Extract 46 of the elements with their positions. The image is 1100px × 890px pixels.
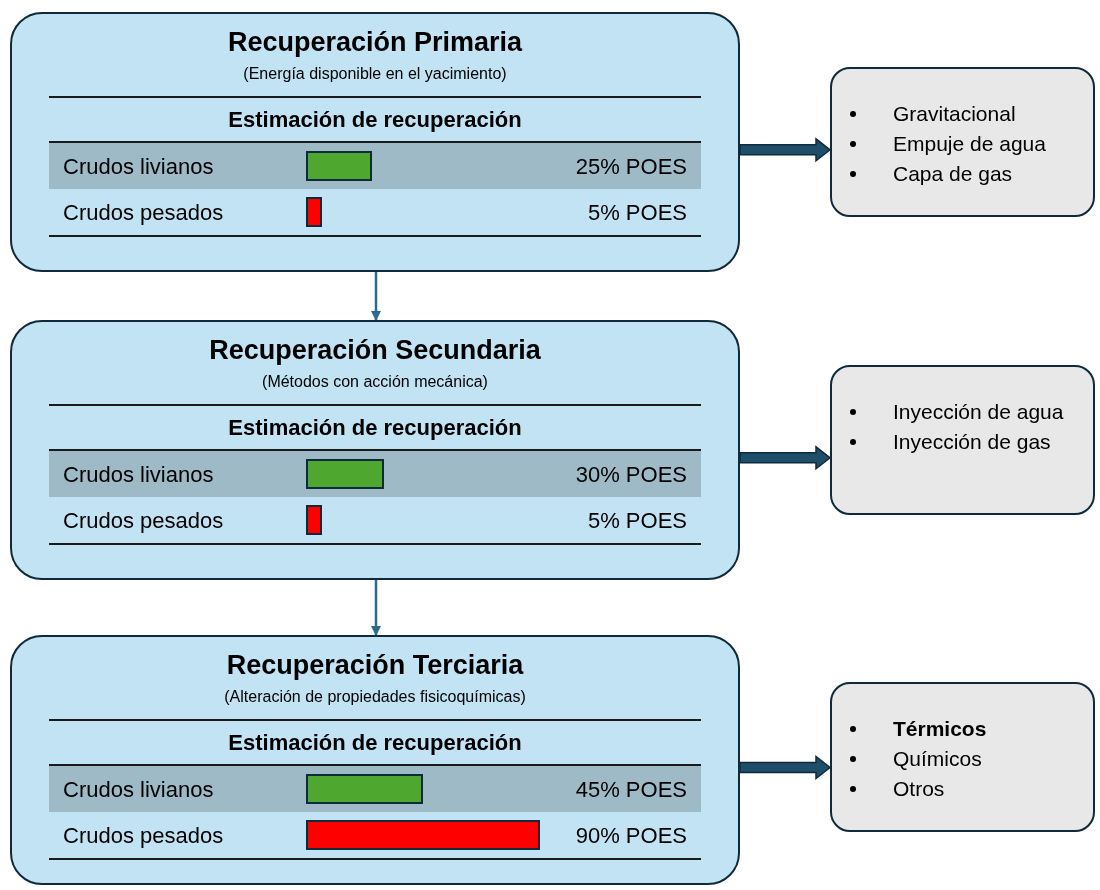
recovery-bar: [306, 505, 322, 536]
recovery-percent: 25% POES: [575, 152, 687, 181]
recovery-percent: 30% POES: [575, 460, 687, 489]
method-item: Inyección de gas: [893, 429, 1051, 455]
methods-box: [830, 365, 1095, 515]
table-heading: Estimación de recuperación: [228, 413, 522, 442]
stage-box: [10, 635, 740, 885]
table-heading: Estimación de recuperación: [228, 105, 522, 134]
method-item: Otros: [893, 776, 945, 802]
method-item: Empuje de agua: [893, 131, 1046, 157]
crude-type: Crudos pesados: [63, 198, 224, 227]
crude-type: Crudos pesados: [63, 506, 224, 535]
recovery-percent: 5% POES: [587, 506, 687, 535]
arrow: [371, 272, 381, 321]
crude-type: Crudos livianos: [63, 152, 214, 181]
method-item: Capa de gas: [893, 161, 1013, 187]
stage-box: [10, 320, 740, 580]
block-arrow: [739, 137, 832, 163]
recovery-bar: [306, 151, 372, 182]
stage-title: Recuperación Terciaria: [226, 649, 524, 682]
methods-box: [830, 682, 1095, 832]
stage-subtitle: (Alteración de propiedades fisicoquímicas): [224, 686, 526, 707]
block-arrow: [739, 754, 832, 781]
method-item: Gravitacional: [893, 101, 1016, 127]
table-heading: Estimación de recuperación: [228, 728, 522, 757]
methods-box: [830, 67, 1095, 217]
crude-type: Crudos pesados: [63, 821, 224, 850]
stage-subtitle: (Energía disponible en el yacimiento): [243, 63, 507, 84]
method-item: Químicos: [893, 746, 982, 772]
crude-type: Crudos livianos: [63, 775, 214, 804]
recovery-percent: 5% POES: [587, 198, 687, 227]
recovery-bar: [306, 774, 423, 805]
stage-title: Recuperación Primaria: [227, 26, 523, 59]
method-item: Térmicos: [893, 716, 987, 742]
stage-subtitle: (Métodos con acción mecánica): [262, 371, 488, 392]
block-arrow: [739, 445, 832, 471]
recovery-percent: 45% POES: [575, 775, 687, 804]
method-item: Inyección de agua: [893, 399, 1064, 425]
recovery-percent: 90% POES: [575, 821, 687, 850]
arrow: [371, 580, 381, 636]
stage-title: Recuperación Secundaria: [209, 334, 541, 367]
recovery-bar: [306, 459, 384, 490]
recovery-bar: [306, 820, 540, 851]
recovery-bar: [306, 197, 322, 228]
stage-box: [10, 12, 740, 272]
crude-type: Crudos livianos: [63, 460, 214, 489]
